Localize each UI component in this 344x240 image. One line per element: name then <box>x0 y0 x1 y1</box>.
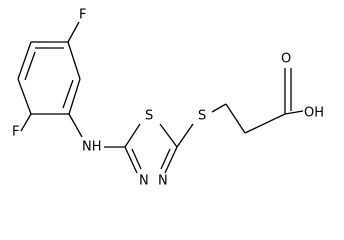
atom-label: O <box>281 52 291 67</box>
double-bond-inner <box>160 148 171 170</box>
atom-label: NH <box>82 140 102 155</box>
atom-oh: OH <box>304 106 324 121</box>
atom-f-top: F <box>79 8 86 23</box>
atom-s-linker: S <box>198 109 206 124</box>
bond-ch2-cooh <box>244 113 286 134</box>
atom-label: N <box>158 174 168 188</box>
bond <box>68 78 81 115</box>
bond-c-oh <box>284 110 304 115</box>
double-bond-inner <box>62 79 74 109</box>
bond <box>67 41 81 80</box>
thiadiazole-ring <box>124 123 178 174</box>
atom-label: S <box>198 109 206 124</box>
bond <box>164 146 178 174</box>
bond <box>159 123 178 148</box>
double-bond-inner <box>24 51 36 81</box>
atom-label: OH <box>304 106 324 121</box>
bond-c-nh <box>68 113 83 138</box>
double-bond-inner <box>131 148 142 170</box>
benzene-ring <box>17 41 81 115</box>
bond <box>17 41 32 80</box>
atom-label: N <box>139 174 149 188</box>
bond <box>17 78 32 115</box>
bond-c-f-top <box>67 21 80 43</box>
atom-label: F <box>12 125 19 140</box>
atom-label: F <box>79 8 86 23</box>
atom-label: S <box>145 109 153 124</box>
bond <box>124 123 141 148</box>
bond-s-ch2 <box>211 103 227 113</box>
atom-f-left: F <box>12 125 19 140</box>
bond-c-s-linker <box>176 123 194 148</box>
molecule-structure: F F NH S S N N O OH <box>12 8 324 188</box>
bond-ch2-ch2 <box>225 103 246 134</box>
bond-c-f-left <box>20 113 32 132</box>
atom-n-b: N <box>158 174 168 188</box>
atom-nh: NH <box>82 140 102 155</box>
bond <box>124 146 138 174</box>
atom-n-a: N <box>139 174 149 188</box>
atom-s-ring: S <box>145 109 153 124</box>
atom-o-carbonyl: O <box>281 52 291 67</box>
